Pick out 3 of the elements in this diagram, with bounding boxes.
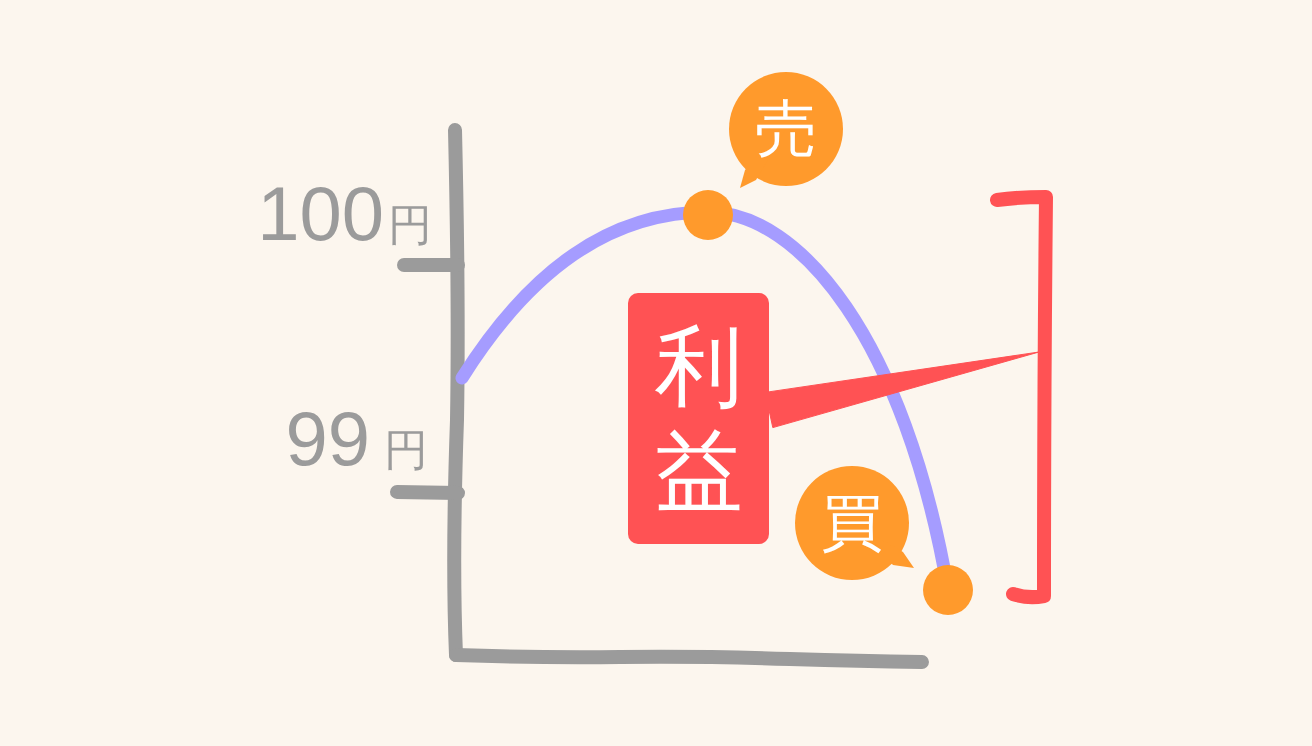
speech-bubble: 売 bbox=[729, 72, 846, 189]
axis-label: 100円 bbox=[257, 176, 432, 258]
callout-box: 利益 bbox=[628, 293, 769, 544]
